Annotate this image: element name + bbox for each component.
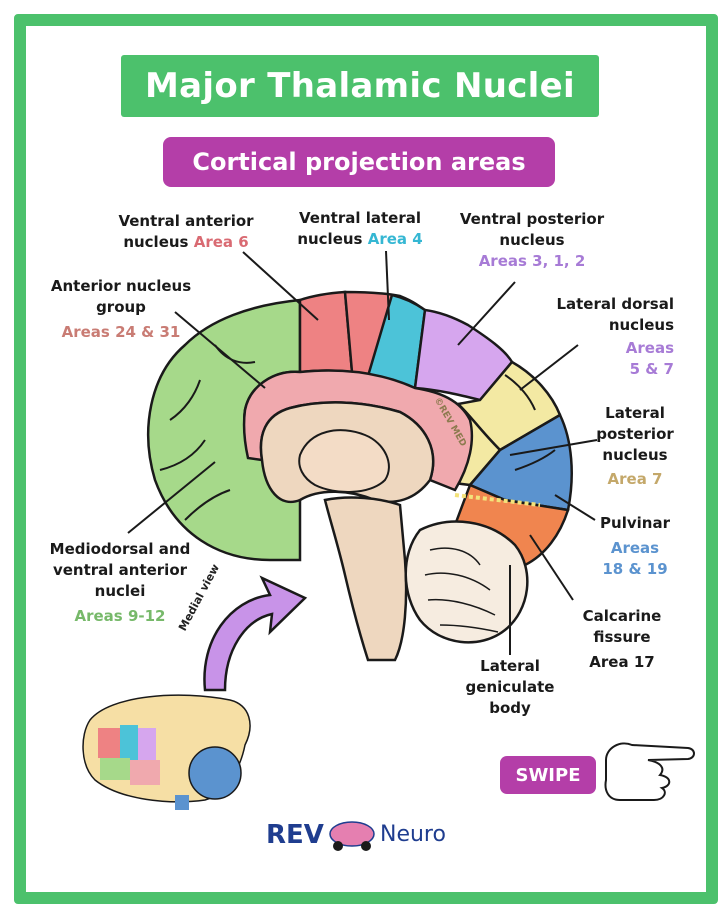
label-lateral-geniculate: Lateral geniculate body	[456, 656, 564, 719]
title-banner	[121, 55, 599, 117]
cerebellum	[404, 520, 529, 644]
ld-name: Lateral dorsal	[556, 295, 674, 313]
brand-logo: REV Neuro	[266, 818, 456, 854]
calc-name: Calcarine	[582, 607, 662, 625]
brainstem	[323, 496, 408, 662]
lgb-body: body	[489, 699, 531, 717]
va-line2: nucleus Area 6	[112, 232, 260, 253]
va-name: Ventral anterior	[118, 212, 254, 230]
va-nucleus: nucleus	[123, 233, 189, 251]
lp-nucleus: nucleus	[602, 446, 668, 464]
vp-area: Areas 3, 1, 2	[478, 252, 586, 270]
dotted-border-line	[454, 493, 541, 507]
pul-area-label: Areas	[610, 539, 660, 557]
vp-name: Ventral posterior	[459, 210, 605, 228]
vl-line2: nucleus Area 4	[290, 229, 430, 250]
ant-area: Areas 24 & 31	[61, 323, 181, 341]
ld-area-values: 5 & 7	[629, 360, 674, 378]
label-mediodorsal: Mediodorsal and ventral anterior nuclei …	[40, 539, 200, 627]
area-6-region	[298, 290, 354, 374]
vl-name: Ventral lateral	[299, 209, 421, 227]
label-lateral-posterior: Lateral posterior nucleus Area 7	[590, 403, 680, 490]
label-calcarine: Calcarine fissure Area 17	[570, 606, 674, 673]
va-area: Area 6	[193, 233, 249, 251]
brand-neuro: Neuro	[380, 822, 446, 847]
label-ventral-anterior: Ventral anterior nucleus Area 6	[112, 211, 260, 253]
md-area: Areas 9-12	[74, 607, 166, 625]
thalamus	[298, 429, 390, 493]
label-ventral-lateral: Ventral lateral nucleus Area 4	[290, 208, 430, 250]
lp-area: Area 7	[607, 470, 663, 488]
area-312-violet	[413, 308, 514, 402]
subtitle-banner: Cortical projection areas	[163, 137, 555, 187]
page-title: Major Thalamic Nuclei	[145, 66, 575, 106]
mini-brain-icon	[82, 694, 251, 810]
lp-name-2: posterior	[596, 425, 674, 443]
curved-arrow-icon	[203, 575, 308, 692]
md-nuclei: nuclei	[94, 582, 146, 600]
calc-area: Area 17	[589, 653, 655, 671]
pul-name: Pulvinar	[600, 514, 670, 532]
lgb-name-1: Lateral	[480, 657, 540, 675]
md-name-1: Mediodorsal and	[49, 540, 191, 558]
pul-area-values: 18 & 19	[602, 560, 668, 578]
vl-area: Area 4	[367, 230, 423, 248]
label-pulvinar: Pulvinar Areas 18 & 19	[592, 513, 678, 580]
lgb-name-2: geniculate	[465, 678, 555, 696]
label-lateral-dorsal: Lateral dorsal nucleus Areas 5 & 7	[540, 294, 674, 380]
md-name-2: ventral anterior	[52, 561, 188, 579]
ld-area-label: Areas	[625, 339, 674, 357]
vl-nucleus: nucleus	[297, 230, 363, 248]
ant-group: group	[96, 298, 146, 316]
ant-name: Anterior nucleus	[50, 277, 192, 295]
label-ventral-posterior: Ventral posterior nucleus Areas 3, 1, 2	[452, 209, 612, 272]
calc-fissure: fissure	[593, 628, 651, 646]
vp-nucleus: nucleus	[499, 231, 565, 249]
brand-rev: REV	[266, 820, 324, 850]
ld-nucleus: nucleus	[608, 316, 674, 334]
swipe-button[interactable]: SWIPE	[500, 756, 596, 794]
label-anterior-nucleus: Anterior nucleus group Areas 24 & 31	[44, 276, 198, 343]
brain-car-logo-icon	[329, 821, 375, 851]
lp-name-1: Lateral	[605, 404, 665, 422]
